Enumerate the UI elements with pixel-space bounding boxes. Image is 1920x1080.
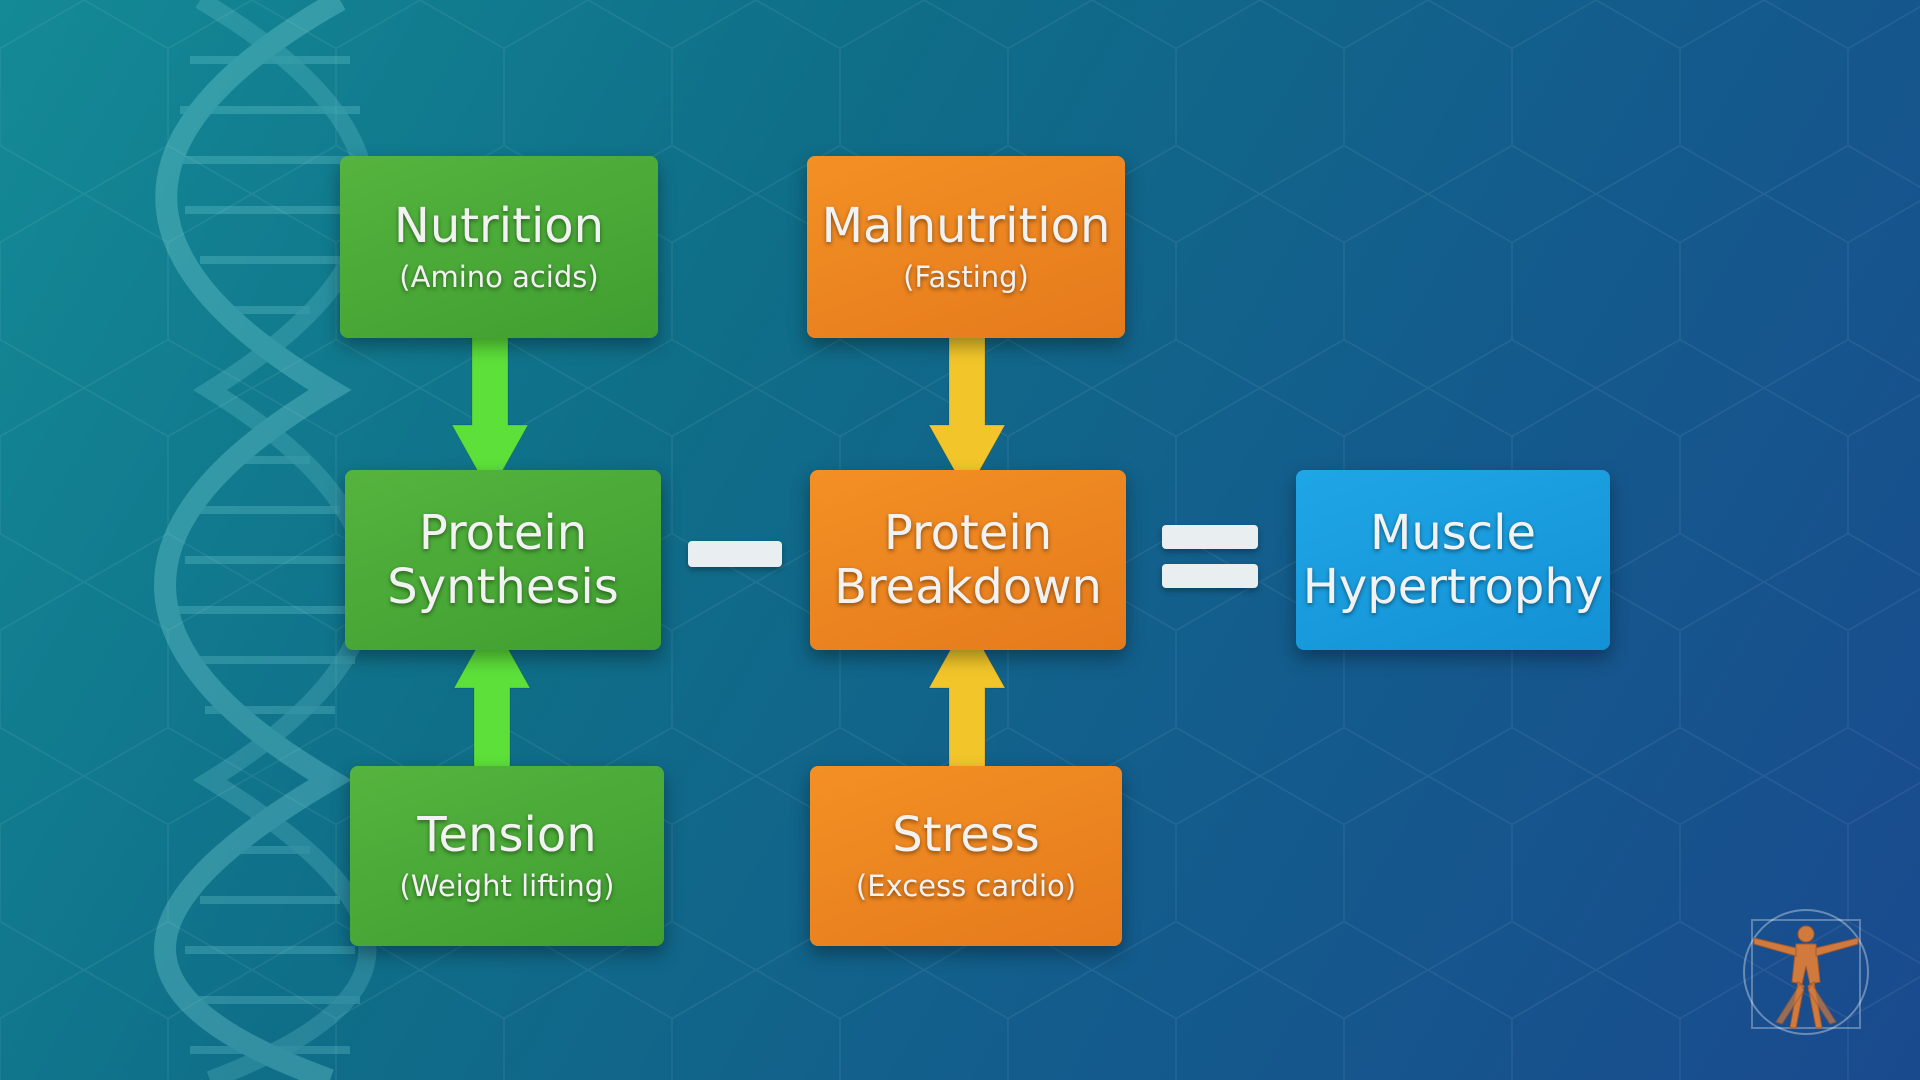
arrow-stress-to-breakdown <box>928 620 1006 785</box>
stress-subtitle: (Excess cardio) <box>855 869 1077 903</box>
equals-sign-bottom-bar <box>1162 564 1258 588</box>
protein-synthesis-line1: Protein <box>418 505 588 561</box>
arrow-tension-to-synthesis <box>453 620 531 785</box>
malnutrition-title: Malnutrition <box>821 198 1111 254</box>
protein-synthesis-line2: Synthesis <box>387 559 619 615</box>
muscle-hypertrophy-line2: Hypertrophy <box>1302 559 1604 615</box>
vitruvian-man-logo-icon <box>1743 909 1869 1035</box>
tension-box: Tension (Weight lifting) <box>350 766 664 946</box>
arrow-nutrition-to-synthesis <box>451 325 529 495</box>
protein-breakdown-box: Protein Breakdown <box>810 470 1126 650</box>
equals-sign-top-bar <box>1162 525 1258 549</box>
minus-sign <box>688 541 782 567</box>
nutrition-subtitle: (Amino acids) <box>399 260 599 294</box>
arrow-malnutrition-to-breakdown <box>928 325 1006 495</box>
muscle-hypertrophy-line1: Muscle <box>1369 505 1537 561</box>
malnutrition-box: Malnutrition (Fasting) <box>807 156 1125 338</box>
tension-title: Tension <box>417 807 597 863</box>
stress-box: Stress (Excess cardio) <box>810 766 1122 946</box>
nutrition-box: Nutrition (Amino acids) <box>340 156 658 338</box>
protein-breakdown-line1: Protein <box>883 505 1053 561</box>
muscle-hypertrophy-box: Muscle Hypertrophy <box>1296 470 1610 650</box>
stress-title: Stress <box>892 807 1040 863</box>
protein-synthesis-box: Protein Synthesis <box>345 470 661 650</box>
malnutrition-subtitle: (Fasting) <box>903 260 1029 294</box>
tension-subtitle: (Weight lifting) <box>399 869 615 903</box>
protein-breakdown-line2: Breakdown <box>834 559 1102 615</box>
nutrition-title: Nutrition <box>393 198 605 254</box>
